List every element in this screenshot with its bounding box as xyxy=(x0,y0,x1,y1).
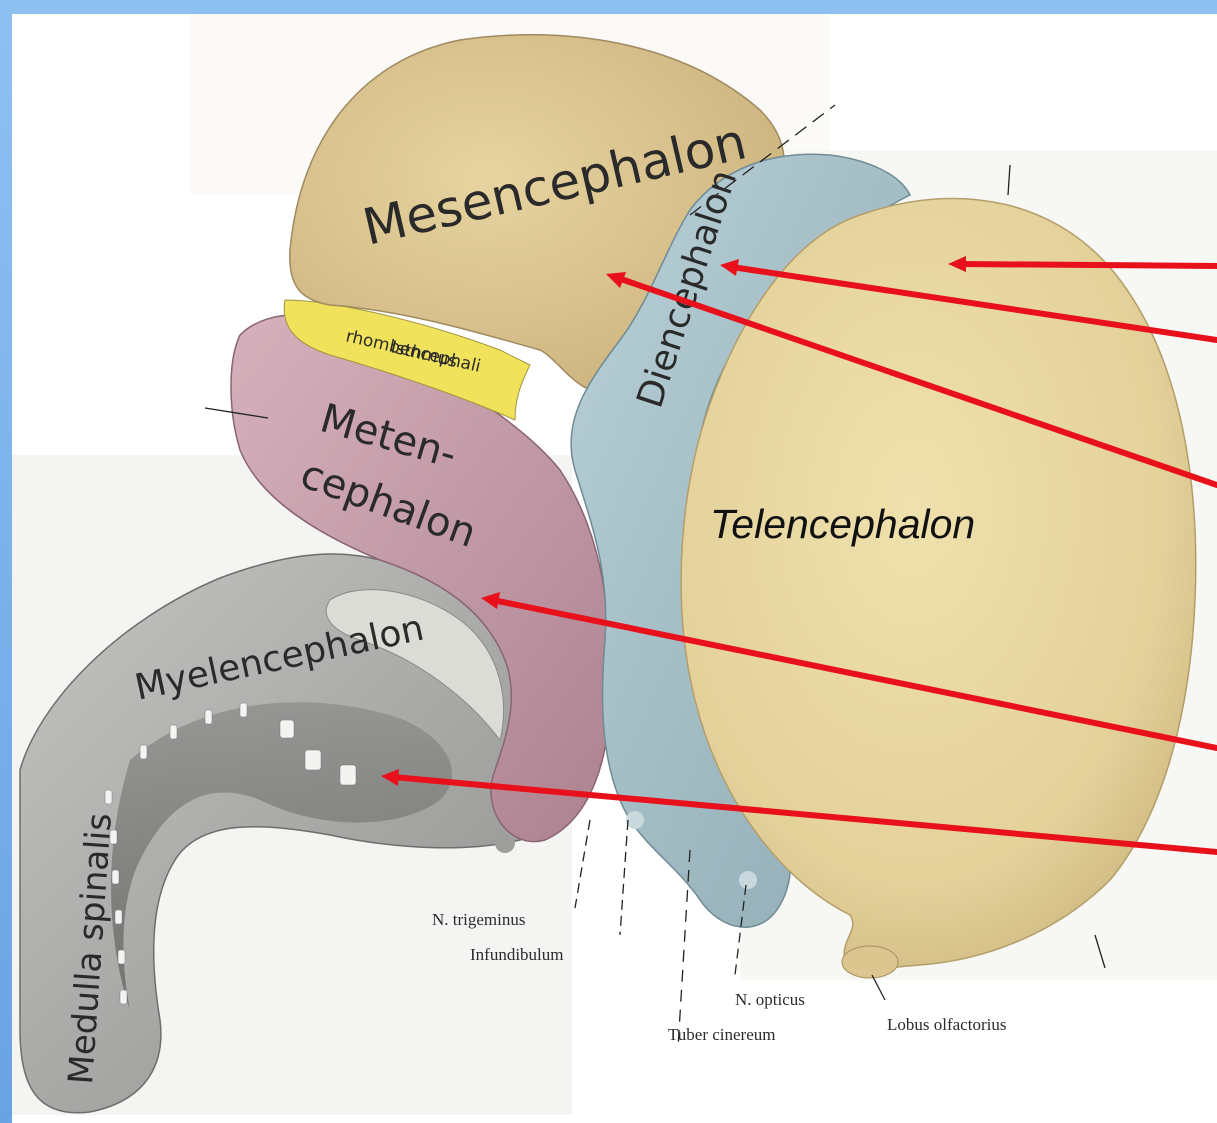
telencephalon-label: Telencephalon xyxy=(710,501,975,547)
infundibulum-label: Infundibulum xyxy=(470,945,564,964)
trigeminus-stub xyxy=(495,833,515,853)
tuber-cinereum-label: Tuber cinereum xyxy=(668,1025,776,1044)
opticus-label: N. opticus xyxy=(735,990,805,1009)
opticus-stub xyxy=(739,871,757,889)
olfactory-lobe-shape xyxy=(842,946,898,978)
trigeminus-label: N. trigeminus xyxy=(432,910,526,929)
lobus-olfactorius-label: Lobus olfactorius xyxy=(887,1015,1006,1034)
pointer-arrow-telencephalon xyxy=(960,264,1217,266)
infundibulum-stub xyxy=(626,811,644,829)
